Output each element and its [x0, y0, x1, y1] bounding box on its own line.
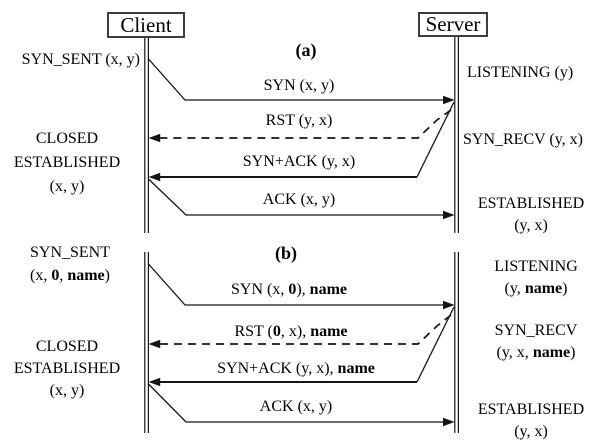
server-state-syn-recv-params-b: (y, x, name): [496, 344, 576, 361]
server-state-listening-params-b: (y, name): [504, 280, 568, 297]
client-state-syn-sent-b: SYN_SENT: [29, 244, 110, 261]
synack-message-label-a: SYN+ACK (y, x): [242, 153, 356, 170]
server-state-syn-recv-b: SYN_RECV: [494, 322, 578, 339]
syn-arrow-part-b: [148, 263, 455, 310]
client-state-syn-sent-params-b: (x, 0, name): [30, 267, 110, 284]
synack-message-label-b: SYN+ACK (y, x), name: [217, 360, 375, 377]
rst-message-label-a: RST (y, x): [265, 112, 333, 129]
server-state-syn-recv-block-b: SYN_RECV (y, x, name): [468, 320, 600, 364]
rst-message-label-b: RST (0, x), name: [234, 323, 348, 340]
server-state-established-block-a: ESTABLISHED (y, x): [464, 193, 598, 237]
part-a-label: (a): [295, 40, 317, 60]
rst-arrow-part-b: [148, 314, 452, 349]
client-box-label: Client: [120, 12, 172, 37]
client-lifeline-part-b: [144, 252, 149, 433]
server-box-label: Server: [425, 12, 481, 36]
server-lifeline-part-b: [454, 252, 459, 433]
server-state-listening-block-b: LISTENING (y, name): [468, 256, 600, 300]
server-state-established-params-a: (y, x): [514, 217, 548, 234]
server-state-listening-a: LISTENING (y): [467, 64, 574, 81]
server-lifeline-part-a: [454, 37, 459, 233]
server-box: Server: [418, 12, 488, 37]
synack-arrow-part-a: [148, 101, 455, 182]
client-state-syn-sent-block-b: SYN_SENT (x, 0, name): [2, 241, 138, 287]
server-state-listening-b: LISTENING: [494, 258, 578, 275]
synack-arrow-part-b: [148, 306, 455, 387]
ack-arrow-part-a: [148, 178, 455, 220]
client-lifeline-part-a: [144, 38, 149, 233]
client-state-established-a: ESTABLISHED: [13, 154, 121, 171]
client-state-syn-sent-a: SYN_SENT (x, y): [21, 51, 140, 68]
syn-message-label-a: SYN (x, y): [263, 77, 335, 94]
ack-message-label-a: ACK (x, y): [262, 191, 336, 208]
client-state-block-a: CLOSED ESTABLISHED (x, y): [0, 127, 134, 199]
client-state-established-params-b: (x, y): [49, 382, 85, 399]
server-state-established-a: ESTABLISHED: [477, 195, 585, 212]
part-b-label: (b): [275, 243, 297, 263]
syn-message-label-b: SYN (x, 0), name: [231, 281, 347, 298]
client-state-established-params-a: (x, y): [49, 178, 85, 195]
rst-arrow-part-a: [148, 109, 452, 143]
server-state-syn-recv-a: SYN_RECV (y, x): [463, 131, 584, 148]
client-state-block-b: CLOSED ESTABLISHED (x, y): [0, 336, 134, 402]
server-state-established-params-b: (y, x): [514, 423, 548, 440]
ack-message-label-b: ACK (x, y): [259, 398, 333, 415]
server-state-established-b: ESTABLISHED: [477, 401, 585, 418]
syn-arrow-part-a: [148, 58, 455, 105]
server-state-established-block-b: ESTABLISHED (y, x): [464, 399, 598, 443]
client-state-closed-b: CLOSED: [35, 338, 99, 355]
client-state-closed-a: CLOSED: [35, 130, 99, 147]
client-state-established-b: ESTABLISHED: [13, 360, 121, 377]
client-box: Client: [107, 12, 185, 38]
ack-arrow-part-b: [148, 383, 455, 427]
